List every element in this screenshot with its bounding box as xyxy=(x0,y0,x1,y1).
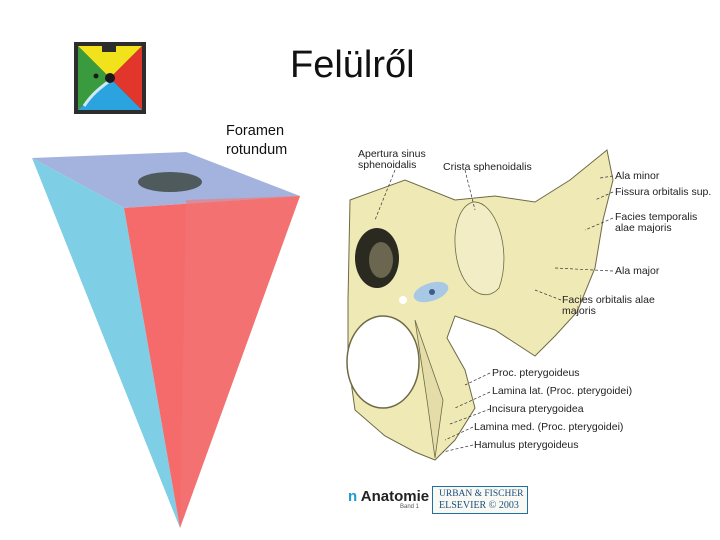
anatomy-label: Ala minor xyxy=(615,170,660,182)
book-volume: Band 1 xyxy=(400,504,420,510)
anatomy-label: Facies orbitalis alae majoris xyxy=(562,294,655,317)
anatomy-label: Ala major xyxy=(615,265,660,277)
pyramid-diagram xyxy=(32,152,300,528)
publisher-copyright: ELSEVIER © 2003 xyxy=(439,500,519,511)
anatomy-label: Apertura sinus sphenoidalis xyxy=(358,148,426,171)
foramen-rotundum-label: Foramen rotundum xyxy=(226,122,287,160)
anatomy-label: Hamulus pterygoideus xyxy=(474,439,579,451)
publisher-box: URBAN & FISCHER ELSEVIER © 2003 xyxy=(432,486,528,514)
slide-title: Felülről xyxy=(290,44,415,86)
anatomy-label: Facies temporalis alae majoris xyxy=(615,211,698,234)
foramen-hole xyxy=(138,172,202,192)
book-title: n Anatomie xyxy=(348,488,430,505)
anatomy-label: Proc. pterygoideus xyxy=(492,367,580,379)
pyramid-left-face xyxy=(32,158,180,528)
anatomy-label: Lamina lat. (Proc. pterygoidei) xyxy=(492,385,633,397)
anatomy-label: Fissura orbitalis sup. xyxy=(615,186,712,198)
sphenoid-illustration xyxy=(346,149,614,461)
anatomy-label: Crista sphenoidalis xyxy=(443,161,532,173)
publisher-logo: n Anatomie Band 1 URBAN & FISCHER ELSEVI… xyxy=(348,486,528,514)
foramen-label-line2: rotundum xyxy=(226,142,288,158)
anatomy-label: Lamina med. (Proc. pterygoidei) xyxy=(474,421,624,433)
foramen-label-line1: Foramen xyxy=(226,123,285,139)
anatomy-label: Incisura pterygoidea xyxy=(489,403,584,415)
publisher-name: URBAN & FISCHER xyxy=(439,489,524,499)
quadrant-logo-icon xyxy=(74,42,146,114)
